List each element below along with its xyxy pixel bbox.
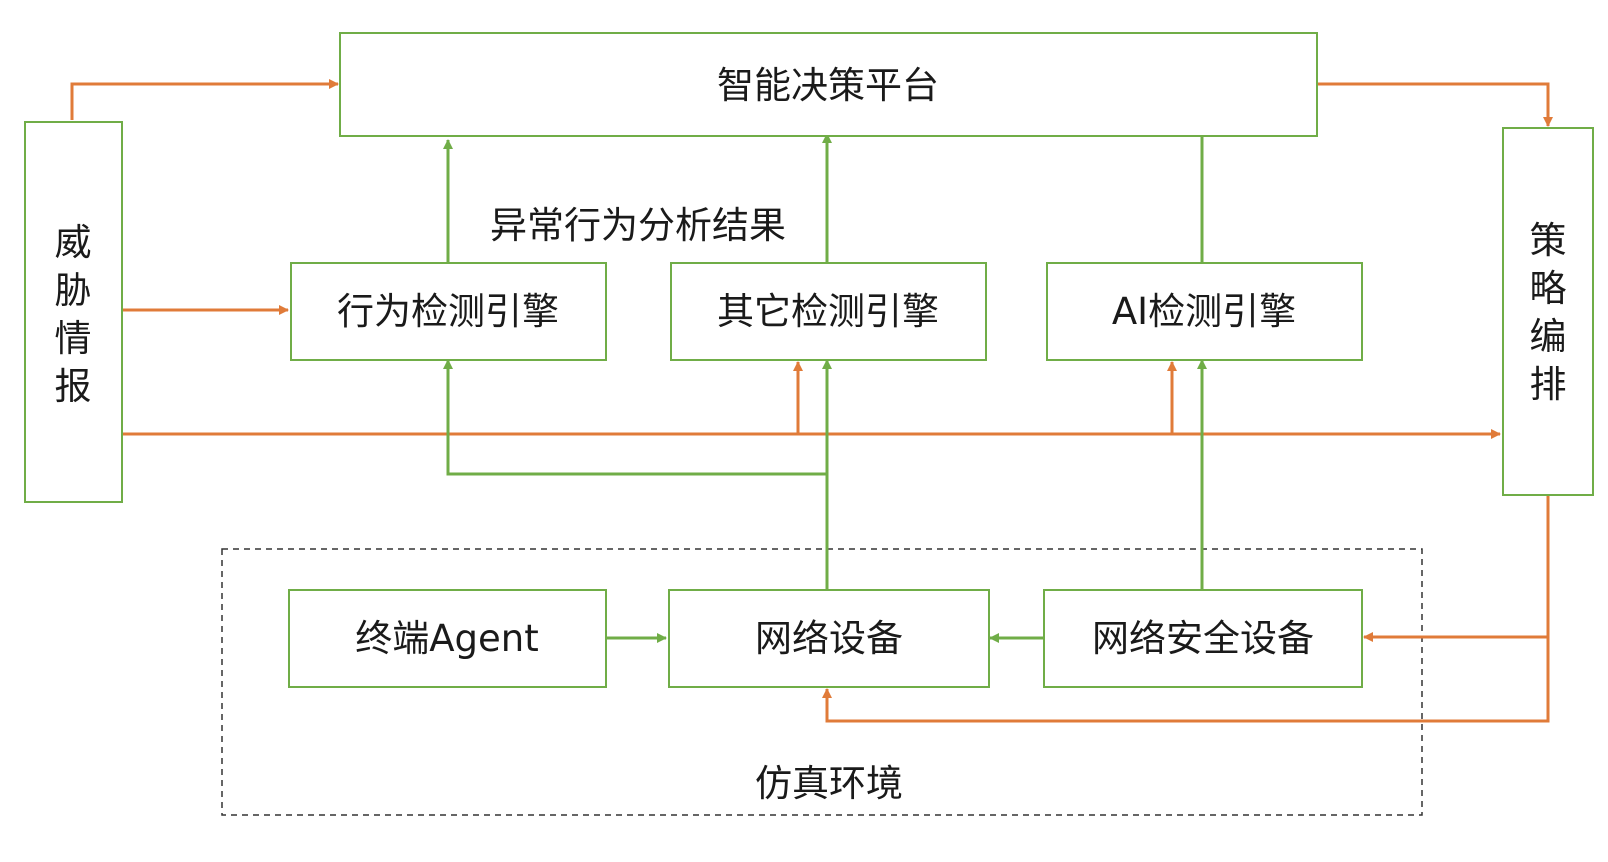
node-network-device-label: 网络设备 — [755, 617, 903, 660]
node-ai-engine: AI检测引擎 — [1046, 262, 1363, 361]
node-ai-engine-label: AI检测引擎 — [1112, 290, 1296, 333]
simulation-environment-label: 仿真环境 — [755, 762, 903, 805]
node-security-device-label: 网络安全设备 — [1092, 617, 1314, 660]
node-other-engine: 其它检测引擎 — [670, 262, 987, 361]
node-policy-orchestration: 策 略 编 排 — [1502, 127, 1594, 496]
node-decision-platform-label: 智能决策平台 — [717, 64, 939, 107]
node-policy-orchestration-char-3: 编 — [1530, 315, 1567, 358]
node-policy-orchestration-char-4: 排 — [1530, 363, 1567, 406]
node-network-device: 网络设备 — [668, 589, 990, 688]
node-policy-orchestration-char-1: 策 — [1530, 219, 1567, 262]
node-threat-intel: 威 胁 情 报 — [24, 121, 123, 503]
node-endpoint-agent-label: 终端Agent — [355, 617, 539, 660]
node-policy-orchestration-char-2: 略 — [1530, 267, 1567, 310]
node-threat-intel-char-2: 胁 — [55, 269, 92, 312]
edge-policy-to-security-device — [1363, 496, 1550, 642]
analysis-result-label: 异常行为分析结果 — [490, 204, 786, 247]
node-endpoint-agent: 终端Agent — [288, 589, 607, 688]
edge-platform-to-policy — [1318, 82, 1553, 127]
node-threat-intel-char-1: 威 — [55, 221, 92, 264]
node-threat-intel-char-3: 情 — [55, 317, 92, 360]
node-behavior-engine-label: 行为检测引擎 — [337, 290, 559, 333]
node-security-device: 网络安全设备 — [1043, 589, 1363, 688]
edge-network-device-to-behavior-engine — [443, 359, 827, 476]
node-threat-intel-char-4: 报 — [55, 365, 92, 408]
edge-threat-intel-to-platform — [70, 79, 339, 120]
node-behavior-engine: 行为检测引擎 — [290, 262, 607, 361]
node-other-engine-label: 其它检测引擎 — [717, 290, 939, 333]
edge-policy-to-network-device — [822, 637, 1550, 723]
simulation-environment-frame — [221, 548, 1423, 816]
node-decision-platform: 智能决策平台 — [339, 32, 1318, 137]
